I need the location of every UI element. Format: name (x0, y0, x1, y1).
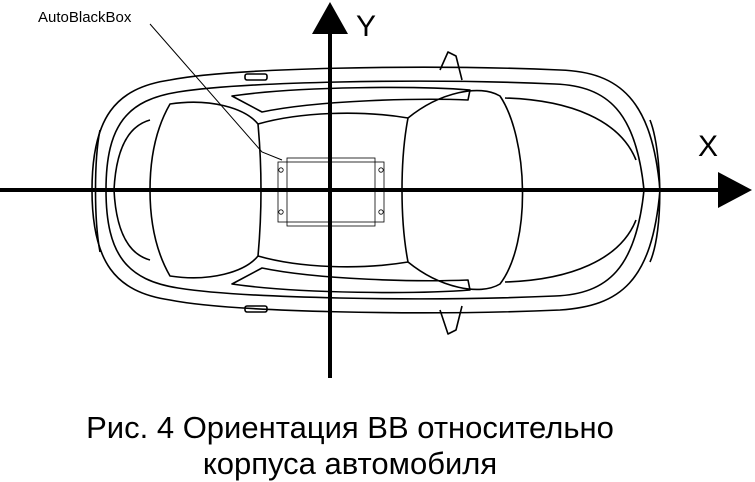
mount-hole-3 (378, 167, 384, 173)
side-window-top (231, 86, 471, 113)
y-axis-label: Y (356, 10, 376, 43)
hood-line-bottom (504, 219, 637, 283)
roof-line-bottom (257, 255, 409, 268)
hood-line-top (504, 97, 637, 161)
trunk-line-top (113, 119, 151, 191)
device-label: AutoBlackBox (38, 9, 132, 26)
windshield (401, 89, 524, 291)
device-leader-line (149, 23, 283, 161)
car-top-view (91, 51, 661, 335)
door-handle-bottom (244, 305, 268, 313)
mount-hole-4 (378, 209, 384, 215)
caption-line-1: Рис. 4 Ориентация ВВ относительно (86, 410, 614, 445)
car-body-outline (91, 66, 661, 314)
y-axis-arrow (312, 2, 348, 34)
x-axis-arrow (718, 172, 752, 208)
rear-window (149, 101, 262, 279)
mount-hole-2 (278, 209, 284, 215)
trunk-line-bottom (113, 189, 151, 261)
mount-hole-1 (278, 167, 284, 173)
car-body-inner (105, 80, 645, 300)
caption-line-2: корпуса автомобиля (202, 446, 498, 481)
mirror-bottom (439, 305, 463, 335)
axes (0, 2, 752, 378)
x-axis-label: X (698, 130, 718, 163)
roof-line-top (257, 112, 409, 125)
side-window-bottom (231, 267, 471, 294)
door-handle-top (244, 73, 268, 81)
mirror-top (439, 51, 463, 81)
